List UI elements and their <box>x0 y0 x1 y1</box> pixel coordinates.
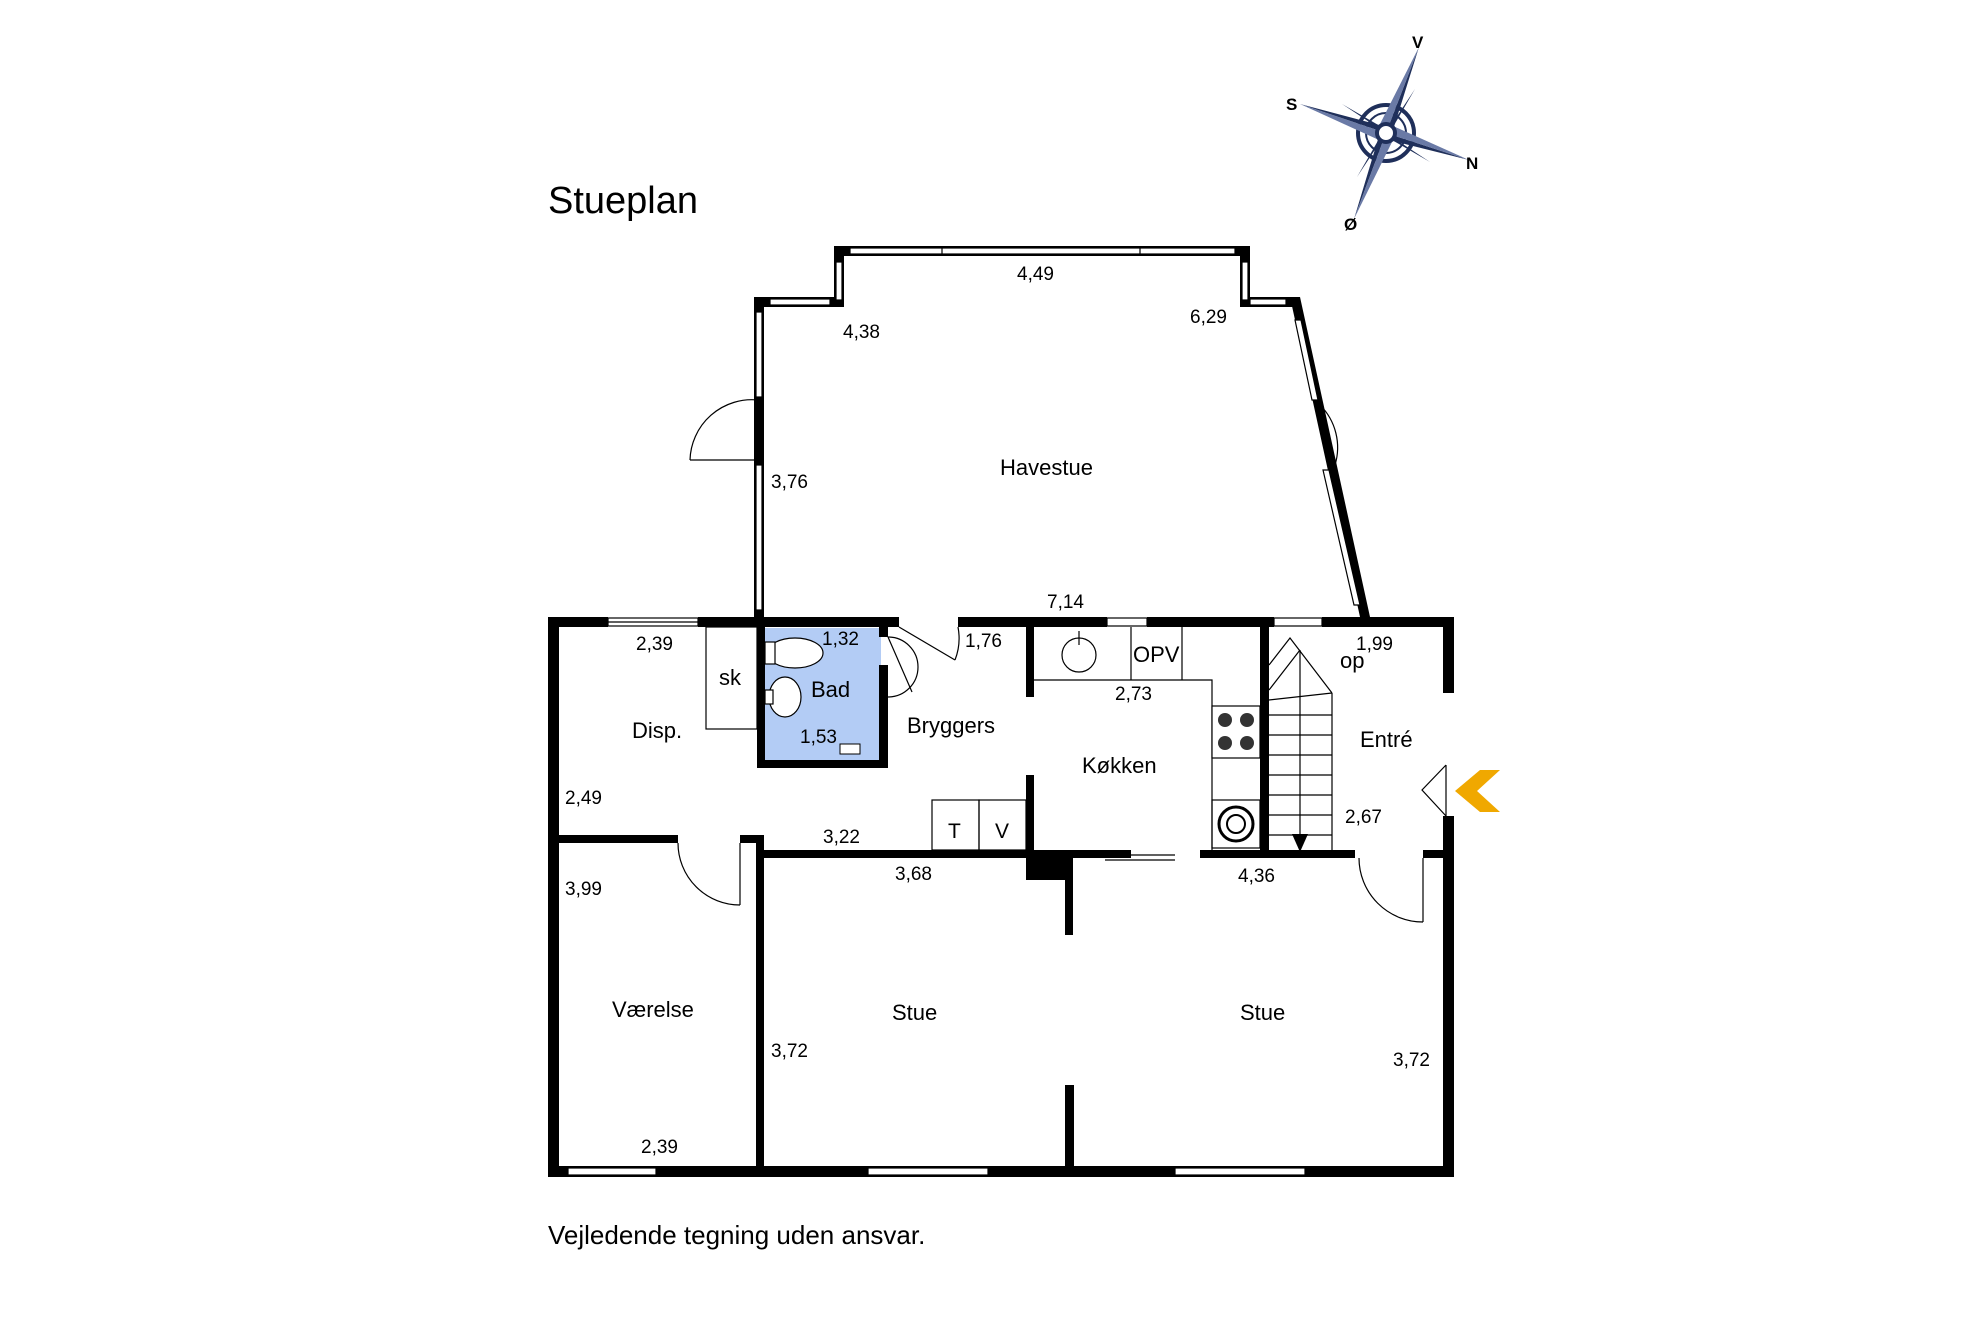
dim-bad-top: 1,32 <box>822 629 859 650</box>
dim-vaerelse-bottom: 2,39 <box>641 1137 678 1158</box>
bottom-windows <box>567 1167 1306 1176</box>
room-label-bryggers: Bryggers <box>907 713 995 738</box>
room-label-havestue: Havestue <box>1000 455 1093 480</box>
dim-entre-top: 1,99 <box>1356 634 1393 655</box>
dim-disp-left: 2,49 <box>565 788 602 809</box>
compass-west-label: V <box>1412 33 1424 52</box>
dim-havestue-top: 4,49 <box>1017 264 1054 285</box>
room-label-stue-left: Stue <box>892 1000 937 1025</box>
dim-bad-bottom: 1,53 <box>800 727 837 748</box>
compass-north-label: N <box>1466 154 1478 173</box>
appliance-label-v: V <box>995 820 1009 843</box>
sliding-door <box>1105 854 1175 861</box>
kitchen-counter <box>931 627 1261 855</box>
room-label-entre: Entré <box>1360 727 1413 752</box>
room-label-stue-right: Stue <box>1240 1000 1285 1025</box>
compass-south-label: S <box>1286 95 1297 114</box>
dim-koekken-counter: 2,73 <box>1115 684 1152 705</box>
stair-up-label: op <box>1340 648 1364 673</box>
room-label-vaerelse: Værelse <box>612 997 694 1022</box>
dim-stue-left-side: 3,72 <box>771 1041 808 1062</box>
plan-title: Stueplan <box>548 180 698 222</box>
bath-fixtures <box>764 637 861 755</box>
dim-vaerelse-left: 3,99 <box>565 879 602 900</box>
dim-bryggers-top: 1,76 <box>965 631 1002 652</box>
dim-havestue-left: 3,76 <box>771 472 808 493</box>
appliance-label-t: T <box>948 820 961 843</box>
compass-east-label: Ø <box>1344 215 1357 234</box>
room-label-sk: sk <box>719 665 742 690</box>
disclaimer-text: Vejledende tegning uden ansvar. <box>548 1220 925 1250</box>
dim-havestue-bottom: 7,14 <box>1047 592 1084 613</box>
sk-cupboard <box>705 626 758 730</box>
interior-walls <box>548 627 1454 1177</box>
dim-stue-right-side: 3,72 <box>1393 1050 1430 1071</box>
dim-stue-left-top: 3,68 <box>895 864 932 885</box>
room-label-bad: Bad <box>811 677 850 702</box>
dim-stue-right-top: 4,36 <box>1238 866 1275 887</box>
room-label-disp: Disp. <box>632 718 682 743</box>
dim-havestue-right-upper: 6,29 <box>1190 307 1227 328</box>
room-label-koekken: Køkken <box>1082 753 1157 778</box>
dim-havestue-left-upper: 4,38 <box>843 322 880 343</box>
room-label-opv: OPV <box>1133 642 1180 667</box>
dim-bryggers-bottom: 3,22 <box>823 827 860 848</box>
top-windows <box>607 617 1323 627</box>
compass-rose: V N Ø S <box>1286 33 1478 234</box>
dim-disp-top: 2,39 <box>636 634 673 655</box>
dim-entre-stairs: 2,67 <box>1345 807 1382 828</box>
door-swings <box>677 626 1447 923</box>
stairs <box>1268 637 1333 852</box>
havestue-doors <box>689 399 1339 466</box>
entrance-arrow-icon <box>1455 770 1500 812</box>
havestue-walls <box>754 246 1370 617</box>
exterior-walls <box>548 617 1454 1177</box>
